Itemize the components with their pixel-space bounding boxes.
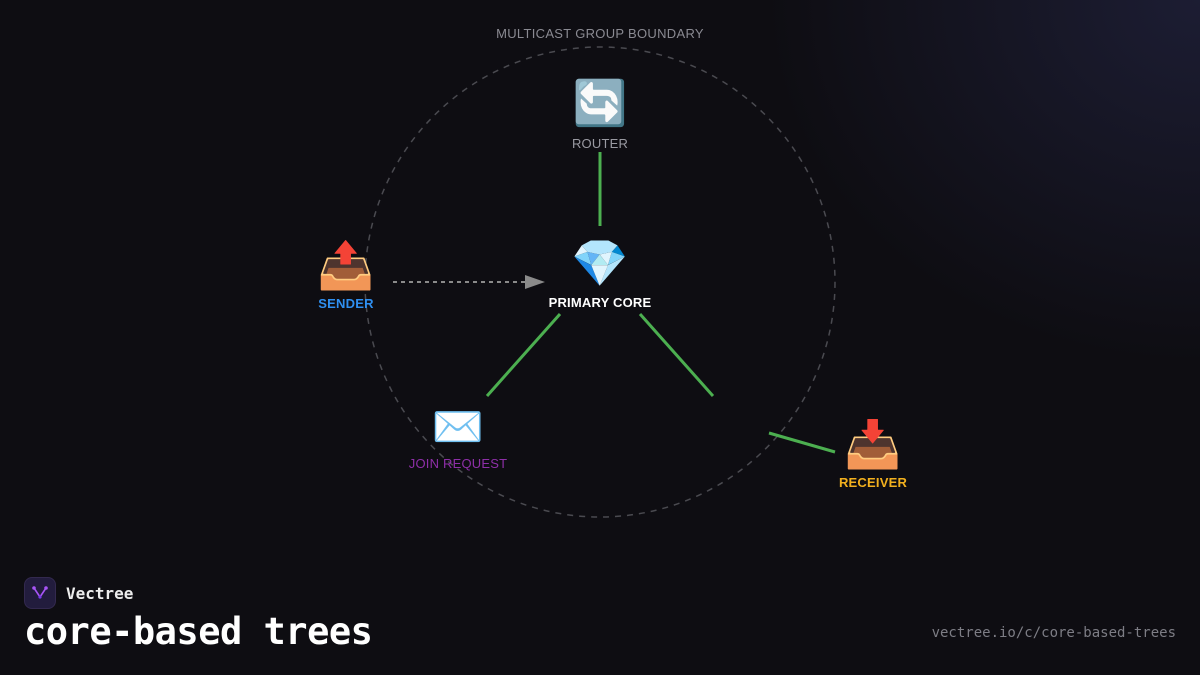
join-request-node[interactable]: ✉️ JOIN REQUEST [408,403,508,472]
join-request-label: JOIN REQUEST [408,456,508,471]
page-url-link[interactable]: vectree.io/c/core-based-trees [931,625,1176,641]
primary-core-label: PRIMARY CORE [548,295,652,310]
outbox-tray-icon: 📤 [317,239,375,291]
receiver-node[interactable]: 📥 RECEIVER [839,421,907,490]
sender-label: SENDER [318,296,374,311]
vectree-logo-icon [24,577,56,609]
edge-core-right [638,313,715,397]
receiver-label: RECEIVER [838,475,908,490]
edge-core-join [485,313,562,397]
router-node[interactable]: 🔄 ROUTER [571,79,629,152]
brand-name: Vectree [66,583,134,603]
gem-icon: 💎 [571,237,629,289]
primary-core-node[interactable]: 💎 PRIMARY CORE [549,240,652,310]
inbox-tray-icon: 📥 [844,418,902,470]
sender-node[interactable]: 📤 SENDER [317,242,374,311]
multicast-boundary-circle [364,46,836,518]
counterclockwise-arrows-icon: 🔄 [572,79,628,128]
edge-to-receiver [768,431,836,454]
router-label: ROUTER [571,136,629,151]
boundary-label: MULTICAST GROUP BOUNDARY [496,26,704,41]
brand[interactable]: Vectree [24,577,133,609]
page-title: core-based trees [24,610,373,653]
envelope-icon: ✉️ [431,403,485,450]
